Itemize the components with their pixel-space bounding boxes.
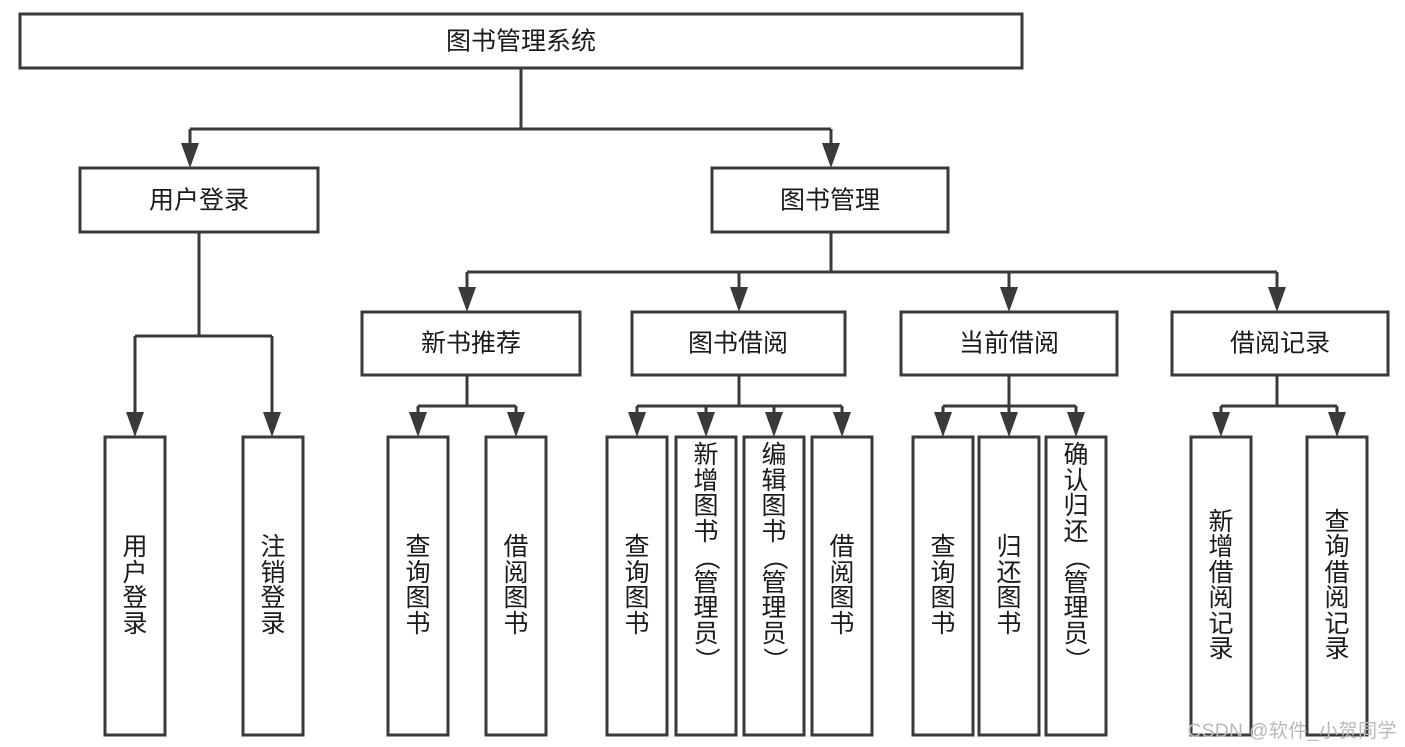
node-new-book-recommend[interactable]: 新书推荐 — [360, 310, 582, 377]
leaf-box-user-login[interactable] — [103, 435, 167, 737]
node-user-login-label: 用户登录 — [149, 187, 249, 215]
node-current-borrow[interactable]: 当前借阅 — [899, 310, 1119, 377]
leaf-box-confirm-return[interactable] — [1044, 435, 1108, 737]
node-book-borrow[interactable]: 图书借阅 — [630, 310, 847, 377]
leaf-box-query-book-2[interactable] — [605, 435, 669, 737]
connector-bookmanage-to-level3 — [458, 232, 1286, 312]
connector-userlogin-to-leaves — [126, 232, 281, 437]
leaf-box-borrow-book-2[interactable] — [810, 435, 874, 737]
leaf-box-query-book-1[interactable] — [386, 435, 450, 737]
leaf-box-return-book[interactable] — [977, 435, 1041, 737]
leaf-box-edit-book[interactable] — [742, 435, 806, 737]
connector-borrowrecord-to-leaves — [1212, 375, 1346, 437]
leaf-box-add-book[interactable] — [674, 435, 738, 737]
connector-bookborrow-to-leaves — [628, 375, 851, 437]
connector-currentborrow-to-leaves — [934, 375, 1085, 437]
connector-newbook-to-leaves — [409, 375, 525, 437]
leaf-box-logout-login[interactable] — [241, 435, 305, 737]
node-book-borrow-label: 图书借阅 — [688, 330, 788, 358]
leaf-box-add-record[interactable] — [1189, 435, 1253, 737]
node-book-manage[interactable]: 图书管理 — [710, 166, 950, 234]
connector-root-to-level2 — [181, 68, 840, 168]
leaf-box-query-record[interactable] — [1305, 435, 1369, 737]
node-root-label: 图书管理系统 — [446, 28, 596, 56]
node-borrow-record-label: 借阅记录 — [1230, 330, 1330, 358]
node-book-manage-label: 图书管理 — [780, 187, 880, 215]
node-borrow-record[interactable]: 借阅记录 — [1170, 310, 1390, 377]
node-current-borrow-label: 当前借阅 — [959, 330, 1059, 358]
node-user-login[interactable]: 用户登录 — [78, 166, 320, 234]
node-root[interactable]: 图书管理系统 — [18, 12, 1024, 70]
leaf-box-borrow-book-1[interactable] — [484, 435, 548, 737]
leaf-box-query-book-3[interactable] — [911, 435, 975, 737]
node-new-book-recommend-label: 新书推荐 — [421, 330, 521, 358]
